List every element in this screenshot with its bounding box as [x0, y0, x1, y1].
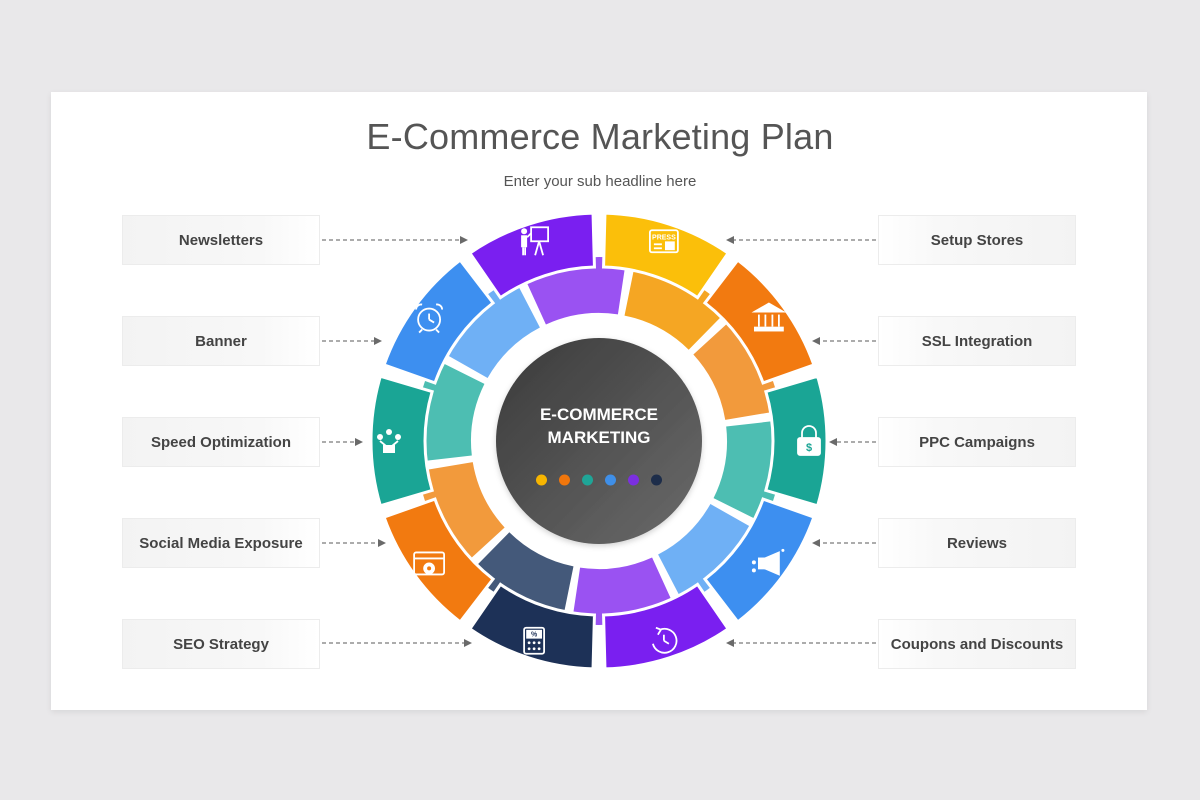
calculator-icon: % — [523, 626, 546, 655]
label-newsletters: Newsletters — [122, 215, 320, 265]
label-banner: Banner — [122, 316, 320, 366]
icons-layer: PRESS $% — [377, 226, 821, 655]
center-circle — [496, 338, 702, 544]
segment-inner-setup-stores — [693, 316, 781, 420]
social-network-icon — [377, 429, 401, 453]
svg-text:PRESS: PRESS — [652, 234, 676, 241]
segment-ssl-integration — [763, 374, 829, 508]
segment-inner-speed-optimization — [438, 277, 540, 378]
center-dot — [582, 474, 593, 486]
segment-speed-optimization — [382, 258, 496, 385]
newspaper-icon: PRESS — [648, 229, 679, 254]
segment-inner-ppc-campaigns — [658, 504, 760, 605]
bank-icon — [751, 302, 787, 332]
segment-banner — [467, 211, 596, 300]
label-coupons-and-discounts: Coupons and Discounts — [878, 619, 1076, 669]
center-dot — [628, 474, 639, 486]
label-setup-stores: Setup Stores — [878, 215, 1076, 265]
segment-inner-seo-strategy — [417, 462, 505, 566]
segment-inner-newsletters — [624, 260, 728, 350]
segment-reviews — [602, 582, 731, 671]
segment-inner-ssl-integration — [713, 420, 783, 524]
padlock-icon: $ — [797, 425, 821, 456]
label-ppc-campaigns: PPC Campaigns — [878, 417, 1076, 467]
browser-gear-icon — [413, 551, 446, 576]
svg-text:$: $ — [806, 442, 812, 454]
segment-inner-coupons-discounts — [470, 532, 574, 622]
svg-text:%: % — [531, 632, 538, 639]
label-social-media-exposure: Social Media Exposure — [122, 518, 320, 568]
label-seo-strategy: SEO Strategy — [122, 619, 320, 669]
segment-social-media — [369, 374, 435, 508]
alarm-clock-icon — [415, 303, 444, 334]
label-speed-optimization: Speed Optimization — [122, 417, 320, 467]
center-dot — [559, 474, 570, 486]
segment-newsletters — [602, 211, 731, 300]
center-dots — [536, 474, 662, 486]
segment-coupons-discounts — [467, 582, 596, 671]
page-title: E-Commerce Marketing Plan — [366, 116, 834, 157]
label-reviews: Reviews — [878, 518, 1076, 568]
segment-inner-social-media — [414, 358, 485, 462]
clock-rotate-icon — [652, 626, 678, 654]
center-dot — [536, 474, 547, 486]
segment-seo-strategy — [382, 497, 496, 624]
center-line-1: E-COMMERCE — [540, 405, 658, 424]
page-subtitle: Enter your sub headline here — [503, 173, 697, 190]
label-ssl-integration: SSL Integration — [878, 316, 1076, 366]
presenter-icon — [521, 226, 550, 256]
center-dot — [605, 474, 616, 486]
connector-arrows — [322, 236, 876, 647]
megaphone-icon — [751, 548, 785, 576]
center-dot — [651, 474, 662, 486]
center-line-2: MARKETING — [548, 428, 651, 447]
